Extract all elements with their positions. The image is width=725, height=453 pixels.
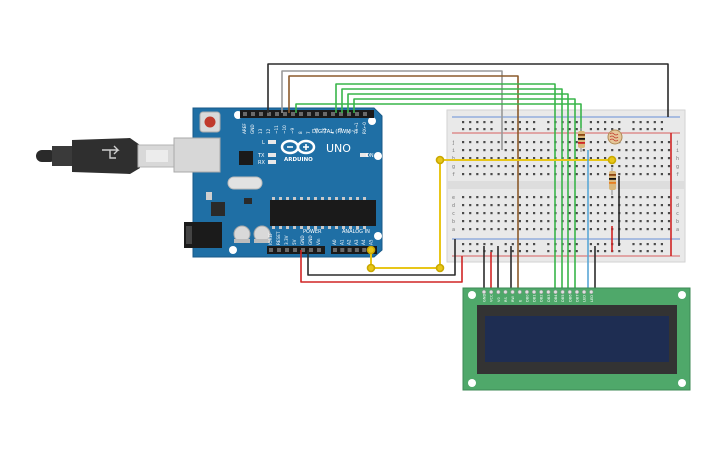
wire-gnd-top-rail — [267, 63, 669, 117]
board-brand-label: ARDUINO — [284, 157, 313, 163]
power-pin-label: Vin — [316, 238, 321, 245]
resistor-sensor — [609, 168, 616, 195]
breadboard-row-letter: c — [452, 211, 455, 217]
breadboard-row-letter: h — [676, 156, 679, 162]
breadboard-row-letter: a — [452, 227, 455, 233]
breadboard-row-letter: a — [676, 227, 679, 233]
analog-pin-label: A5 — [369, 239, 374, 245]
lcd-pin-label: V0 — [497, 297, 501, 302]
digital-pin-label: 2 — [346, 131, 351, 134]
wire-5v-bottom-rail — [300, 250, 463, 283]
power-pin-label: GND — [300, 235, 305, 245]
wire-gnd-bottom-rail — [307, 239, 456, 276]
digital-pin-label: 7 — [306, 131, 311, 134]
breadboard-row-letter: j — [452, 140, 455, 146]
breadboard-row-letter: e — [676, 195, 679, 201]
power-pin-label: RESET — [276, 231, 281, 245]
digital-pin-label: GND — [250, 124, 255, 134]
wire-pin2 — [353, 98, 576, 289]
lcd-pin-label: VCC — [490, 294, 494, 302]
breadboard-row-letter: f — [452, 172, 455, 178]
on-led-label: ON — [366, 153, 374, 159]
analog-pin-label: A3 — [354, 239, 359, 245]
power-header-label: POWER — [303, 229, 322, 235]
led-label-rx: RX — [258, 160, 265, 166]
lcd-pin-label: DB6 — [568, 294, 572, 302]
wire-pin5 — [335, 83, 556, 289]
analog-header-label: ANALOG IN — [342, 229, 370, 235]
power-pin-label: 5V — [292, 239, 297, 245]
lcd-pin-label: DB3 — [547, 294, 551, 302]
analog-pin-label: A2 — [347, 239, 352, 245]
wire-pin12 — [288, 75, 519, 289]
led-label-l: L — [262, 140, 265, 146]
digital-pin-label: AREF — [242, 123, 247, 134]
lcd-pin-label: DB0 — [525, 294, 529, 302]
power-pin-label: IOREF — [268, 232, 273, 245]
usb-cable — [36, 138, 175, 174]
wires — [267, 63, 672, 289]
photoresistor-icon — [607, 129, 623, 145]
digital-pin-label: ~11 — [274, 125, 279, 134]
lcd-pin-label: DB5 — [561, 294, 565, 302]
wire-pin13 — [281, 70, 503, 150]
breadboard-row-letter: g — [676, 164, 679, 170]
breadboard-row-letter: i — [676, 148, 679, 154]
board-model-label: UNO — [326, 142, 351, 155]
digital-pin-label: 12 — [266, 128, 271, 134]
lcd-pin-label: RW — [511, 296, 515, 302]
wire-pin11 — [295, 103, 582, 147]
digital-pin-label: ~10 — [282, 125, 287, 134]
digital-header-label: DIGITAL (PWM~) — [312, 129, 358, 135]
lcd-pin-label: DB7 — [575, 294, 579, 302]
digital-pin-label: RX←0 — [362, 122, 367, 134]
power-pin-label: GND — [308, 235, 313, 245]
resistor-lcd — [578, 128, 585, 152]
digital-pin-label: 13 — [258, 128, 263, 134]
power-pin-label: 3.3V — [284, 235, 289, 245]
lcd-screen — [485, 316, 669, 362]
analog-header — [331, 246, 377, 254]
digital-pin-label: ~9 — [290, 127, 295, 134]
digital-pin-label: ~3 — [338, 127, 343, 134]
wire-pin4 — [341, 88, 563, 289]
breadboard-row-letter: g — [452, 164, 455, 170]
analog-pin-label: A1 — [339, 239, 344, 245]
analog-pin-label: A0 — [332, 239, 337, 245]
lcd-pin-label: GND — [483, 294, 487, 302]
digital-pin-label: ~5 — [322, 127, 327, 134]
breadboard-row-letter: e — [452, 195, 455, 201]
atmega-chip — [270, 200, 376, 226]
lcd-pin-label: LED — [583, 295, 587, 302]
lcd-pin-label: E — [518, 299, 522, 302]
digital-pin-label: 4 — [330, 131, 335, 134]
arduino-logo-icon — [280, 139, 316, 155]
breadboard-row-letter: d — [676, 203, 679, 209]
lcd-pin-label: LED — [590, 295, 594, 302]
lcd-pin-label: RS — [504, 297, 508, 302]
breadboard-row-letter: i — [452, 148, 455, 154]
breadboard-row-letter: b — [452, 219, 455, 225]
breadboard-row-letter: b — [676, 219, 679, 225]
digital-pin-label: 8 — [298, 131, 303, 134]
breadboard-row-letter: f — [676, 172, 679, 178]
lcd-pin-label: DB1 — [533, 294, 537, 302]
lcd-pin-label: DB2 — [540, 294, 544, 302]
digital-pin-label: ~6 — [314, 127, 319, 134]
breadboard-row-letter: j — [676, 140, 679, 146]
lcd-pin-label: DB4 — [554, 294, 558, 302]
digital-pin-label: TX→1 — [354, 122, 359, 135]
analog-pin-label: A4 — [361, 239, 366, 245]
breadboard-row-letter: d — [452, 203, 455, 209]
breadboard-row-letter: c — [676, 211, 679, 217]
led-label-tx: TX — [257, 153, 265, 159]
